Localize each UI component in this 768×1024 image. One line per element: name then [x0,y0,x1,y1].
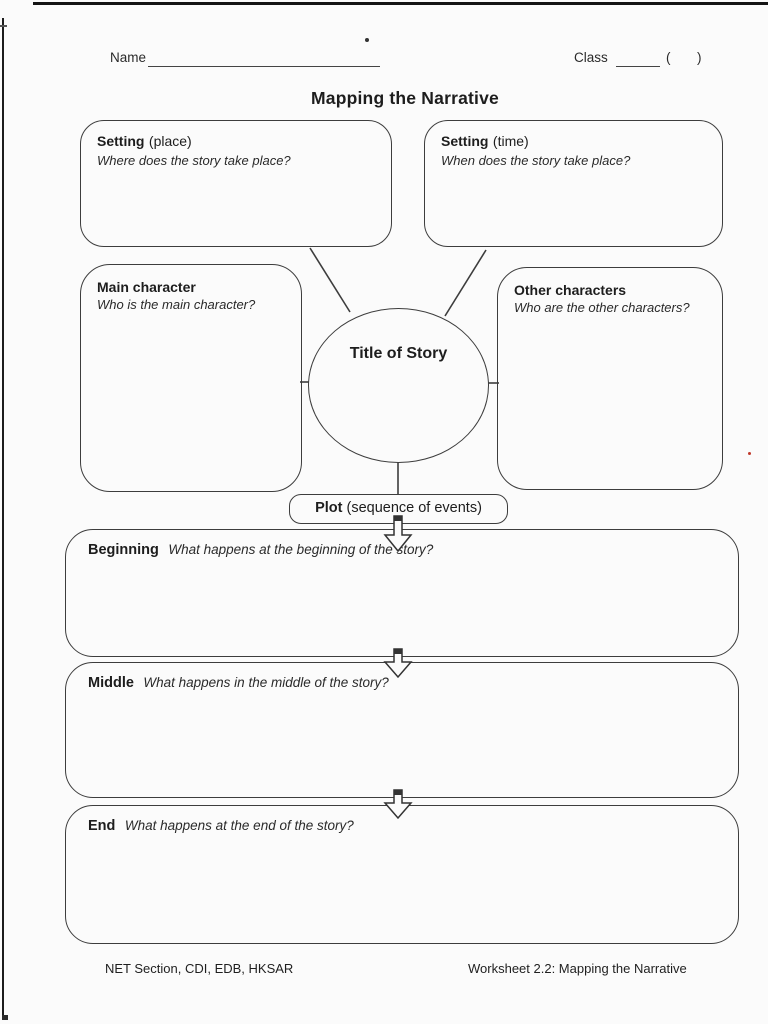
setting-place-subtitle: (place) [148,133,192,149]
setting-place-box: Setting (place) Where does the story tak… [80,120,392,247]
setting-place-question: Where does the story take place? [97,153,291,168]
page-title: Mapping the Narrative [311,88,499,108]
end-box: End What happens at the end of the story… [65,805,739,944]
beginning-box: Beginning What happens at the beginning … [65,529,739,657]
name-label: Name [110,50,147,65]
class-paren-close: ) [697,50,702,65]
setting-time-title: Setting [441,133,489,149]
beginning-title: Beginning [88,542,159,558]
scan-edge-left [2,18,4,1018]
title-of-story-label: Title of Story [349,345,448,362]
other-characters-box: Other characters Who are the other chara… [497,267,723,490]
end-title: End [88,818,116,834]
end-question: What happens at the end of the story? [124,818,354,833]
middle-question: What happens in the middle of the story? [143,675,389,690]
scan-mark [0,25,7,27]
other-characters-title: Other characters [514,282,627,298]
main-character-question: Who is the main character? [97,297,256,312]
middle-box: Middle What happens in the middle of the… [65,662,739,798]
title-of-story-circle: Title of Story [308,308,489,463]
class-paren-open: ( [666,50,671,65]
main-character-box: Main character Who is the main character… [80,264,302,492]
scan-edge-top [33,2,768,5]
other-characters-question: Who are the other characters? [514,300,690,315]
beginning-question: What happens at the beginning of the sto… [168,542,434,557]
scan-speck [748,452,751,455]
plot-title: Plot [315,500,343,516]
main-character-title: Main character [97,279,196,295]
footer-worksheet-ref: Worksheet 2.2: Mapping the Narrative [468,961,687,976]
class-label: Class [574,50,608,65]
scan-mark [2,1015,8,1020]
plot-box: Plot (sequence of events) [289,494,508,524]
footer-source: NET Section, CDI, EDB, HKSAR [105,961,294,976]
middle-title: Middle [88,675,134,691]
class-blank-line [616,50,660,67]
setting-time-question: When does the story take place? [441,153,631,168]
setting-time-box: Setting (time) When does the story take … [424,120,723,247]
setting-time-subtitle: (time) [492,133,529,149]
setting-place-title: Setting [97,133,145,149]
name-blank-line [148,50,380,67]
scan-speck [365,38,369,42]
plot-subtitle: (sequence of events) [346,500,482,516]
